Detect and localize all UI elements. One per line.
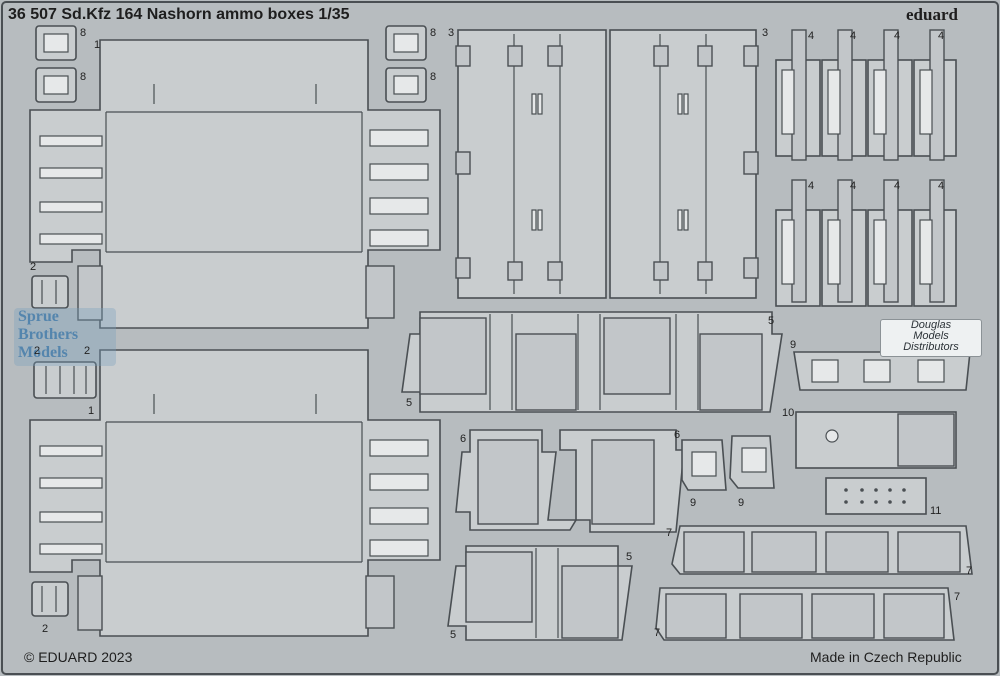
part-3-panels	[455, 29, 759, 299]
part-number: 4	[894, 180, 901, 192]
brand-logo: eduard	[906, 5, 958, 24]
part-number: 7	[966, 565, 973, 577]
part-2-hinges	[31, 275, 97, 617]
watermark-line: Models	[18, 344, 68, 361]
part-number: 7	[666, 527, 673, 539]
part-number: 4	[938, 180, 945, 192]
part-number: 8	[80, 71, 87, 83]
part-number: 4	[850, 180, 857, 192]
sprue-brothers-watermark: Sprue Brothers Models	[14, 308, 116, 366]
part-number: 6	[460, 433, 467, 445]
part-number: 4	[894, 30, 901, 42]
part-number: 7	[954, 591, 961, 603]
part-4-clips	[775, 29, 957, 307]
part-5-lower	[447, 545, 633, 641]
part-number: 3	[448, 27, 455, 39]
part-number: 5	[768, 315, 775, 327]
sheet-title: 36 507 Sd.Kfz 164 Nashorn ammo boxes 1/3…	[8, 6, 350, 23]
watermark-line: Models	[913, 330, 949, 342]
watermark-line: Brothers	[18, 326, 79, 343]
part-number: 2	[84, 345, 91, 357]
part-number: 2	[30, 261, 37, 273]
part-number: 4	[808, 30, 815, 42]
part-1-upper	[29, 39, 441, 329]
part-number: 8	[80, 27, 87, 39]
watermark-line: Sprue	[18, 308, 59, 325]
part-number: 6	[674, 429, 681, 441]
part-9-parts	[681, 351, 971, 491]
part-number: 7	[654, 627, 661, 639]
part-5-upper	[401, 311, 783, 413]
part-7-strips	[655, 525, 973, 641]
part-number: 4	[808, 180, 815, 192]
part-number: 9	[790, 339, 797, 351]
part-number: 4	[938, 30, 945, 42]
part-number: 9	[690, 497, 697, 509]
part-6-parts	[455, 429, 685, 533]
part-8-latches	[35, 25, 427, 103]
origin-text: Made in Czech Republic	[810, 649, 962, 665]
distributor-watermark: Douglas Models Distributors	[880, 319, 982, 357]
watermark-line: Douglas	[910, 319, 952, 331]
part-number: 2	[42, 623, 49, 635]
part-number: 5	[406, 397, 413, 409]
part-number: 2	[34, 345, 41, 357]
part-number: 9	[738, 497, 745, 509]
part-11-plate	[825, 477, 927, 515]
part-number: 8	[430, 71, 437, 83]
part-number: 11	[930, 505, 942, 517]
part-number: 1	[94, 39, 101, 51]
part-number: 1	[88, 405, 95, 417]
watermark-line: Distributors	[903, 341, 959, 353]
part-number: 3	[762, 27, 769, 39]
part-number: 5	[450, 629, 457, 641]
part-number: 4	[850, 30, 857, 42]
part-1-lower	[29, 349, 441, 637]
part-10-plate	[795, 411, 957, 469]
part-number: 10	[782, 407, 795, 419]
part-number: 8	[430, 27, 437, 39]
part-number: 5	[626, 551, 633, 563]
copyright-text: © EDUARD 2023	[24, 649, 133, 665]
